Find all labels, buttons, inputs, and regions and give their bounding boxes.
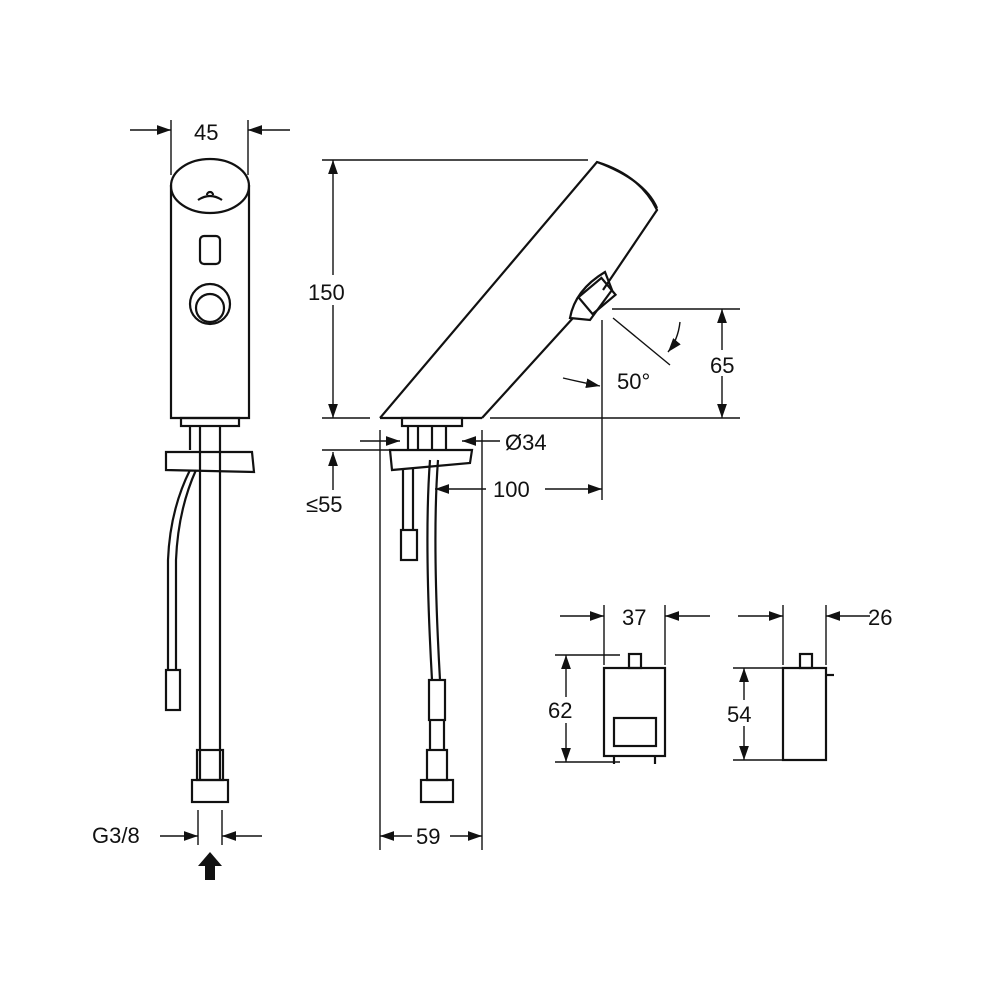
dimension-hose-spacing: 59 bbox=[416, 824, 440, 849]
front-view: 45 G3/8 bbox=[92, 120, 290, 880]
water-inlet-arrow-icon bbox=[198, 852, 222, 880]
control-box-side: 26 54 bbox=[725, 605, 892, 762]
dimension-connection: G3/8 bbox=[92, 823, 140, 848]
dimension-height: 150 bbox=[308, 280, 345, 305]
control-box-front: 37 62 bbox=[548, 605, 710, 764]
dimension-box-height-front: 62 bbox=[548, 698, 572, 723]
side-view: 150 65 50° Ø34 ≤55 bbox=[305, 159, 742, 850]
dimension-angle: 50° bbox=[617, 369, 650, 394]
dimension-reach: 100 bbox=[493, 477, 530, 502]
dimension-deck-thickness: ≤55 bbox=[306, 492, 343, 517]
dimension-front-width: 45 bbox=[194, 120, 218, 145]
dimension-box-depth: 26 bbox=[868, 605, 892, 630]
dimension-box-width: 37 bbox=[622, 605, 646, 630]
dimension-sensor-height: 65 bbox=[710, 353, 734, 378]
dimension-box-height-side: 54 bbox=[727, 702, 751, 727]
dimension-base-diameter: Ø34 bbox=[505, 430, 547, 455]
